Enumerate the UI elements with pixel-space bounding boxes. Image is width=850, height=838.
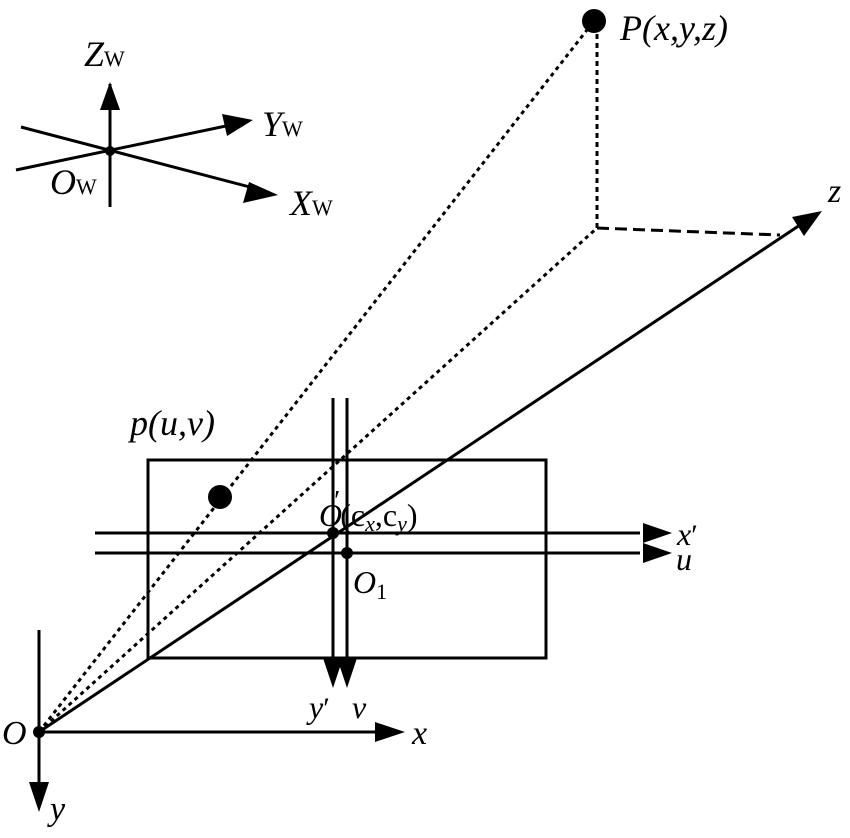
world-x-arrowhead: [243, 182, 278, 203]
world-z-arrowhead: [100, 82, 120, 110]
v-label: v: [352, 689, 367, 725]
world-origin-dot: [105, 146, 115, 156]
world-x-axis: [20, 125, 266, 193]
camera-origin-label: O: [2, 715, 27, 752]
world-y-label: YW: [262, 104, 303, 144]
world-y-arrowhead: [222, 114, 253, 136]
camera-coordinate-system: [29, 630, 405, 812]
x-prime-label: x′: [676, 516, 698, 552]
principal-point-label: O′(cx,cy): [319, 486, 417, 536]
ray-to-P-dotted: [37, 20, 596, 733]
world-point-P-label: P(x,y,z): [619, 8, 728, 48]
camera-y-label: y: [47, 791, 66, 828]
world-origin-label: OW: [50, 162, 97, 202]
principal-point-dot: [327, 527, 339, 539]
world-z-label: ZW: [84, 34, 125, 74]
image-axes: [95, 398, 672, 688]
optical-axis-z: [38, 223, 801, 734]
camera-x-label: x: [411, 715, 427, 752]
y-prime-arrowhead: [323, 658, 343, 688]
image-point-p-label: p(u,v): [127, 403, 215, 443]
world-point-P: [582, 9, 606, 33]
camera-y-arrowhead: [29, 782, 49, 812]
u-label: u: [676, 541, 692, 577]
world-x-label: XW: [288, 183, 333, 223]
P-horizontal-dashed: [596, 226, 781, 237]
u-arrowhead: [643, 543, 672, 563]
world-coordinate-system: ZW YW OW XW: [15, 34, 333, 223]
optical-axis-z-arrowhead: [792, 211, 822, 236]
image-origin-label: O1: [353, 564, 387, 604]
projection-rays: [37, 20, 781, 734]
camera-origin-dot: [33, 726, 45, 738]
z-axis-label: z: [827, 173, 841, 210]
v-arrowhead: [337, 658, 357, 688]
world-y-axis: [15, 120, 246, 172]
y-prime-label: y′: [306, 689, 330, 725]
image-point-p: [208, 485, 232, 509]
x-prime-arrowhead: [643, 523, 672, 543]
camera-x-arrowhead: [375, 722, 405, 742]
image-origin-dot: [341, 547, 353, 559]
ray-to-foot-dotted: [37, 226, 599, 734]
